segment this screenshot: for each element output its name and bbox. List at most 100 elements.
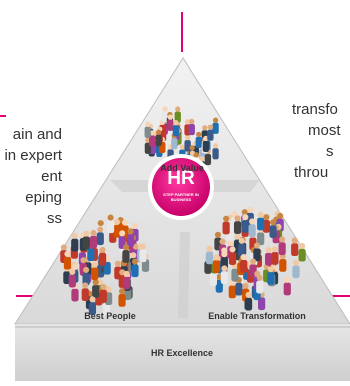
crowd-person (212, 122, 219, 134)
crowd-person-head (119, 230, 126, 237)
hr-center-title: HR (167, 168, 195, 189)
crowd-person-head (132, 243, 139, 250)
crowd-person-head (97, 226, 104, 233)
crowd-person (233, 221, 242, 234)
crowd-person (257, 217, 265, 231)
crowd-person-head (175, 106, 181, 112)
crowd-person-head (97, 220, 104, 227)
crowd-person-head (122, 244, 130, 251)
crowd-person (71, 238, 79, 252)
crowd-person (271, 252, 279, 265)
right-text-line: most (308, 122, 341, 139)
crowd-person-head (234, 215, 241, 222)
crowd-person (231, 268, 239, 282)
crowd-person (195, 136, 202, 149)
crowd-person (228, 285, 236, 299)
crowd-person-head (83, 230, 90, 237)
crowd-person-head (139, 243, 146, 250)
crowd-person (96, 232, 104, 246)
crowd-person (244, 297, 253, 311)
crowd-person (172, 125, 180, 137)
crowd-person-head (219, 238, 226, 245)
crowd-person (139, 249, 147, 263)
crowd-person (131, 264, 139, 278)
crowd-person-head (202, 125, 208, 131)
crowd-person-head (196, 131, 202, 138)
right-text-line: throu (294, 164, 329, 181)
crowd-person (99, 289, 107, 303)
crowd-person-head (242, 214, 249, 221)
crowd-person-head (256, 274, 263, 281)
crowd-person-head (247, 206, 254, 213)
crowd-person (204, 153, 212, 166)
crowd-person (127, 234, 135, 247)
people-crowds (60, 106, 306, 316)
crowd-person (283, 282, 291, 296)
crowd-person (248, 224, 256, 238)
crowd-person-head (227, 240, 234, 247)
crowd-person (171, 138, 178, 150)
crowd-person-head (123, 270, 130, 277)
crowd-person (291, 243, 299, 257)
crowd-person-head (83, 266, 90, 273)
crowd-person-head (71, 264, 78, 271)
crowd-person-head (231, 211, 238, 218)
hr-center-subtitle: STEP PARTNER IN BUSINESS (163, 192, 199, 202)
crowd-person-head (263, 214, 270, 221)
crowd-person (148, 135, 156, 147)
crowd-person (202, 140, 210, 153)
crowd-person-head (179, 144, 186, 150)
crowd-person (253, 248, 261, 262)
crowd-person (174, 111, 181, 123)
crowd-person (122, 276, 131, 290)
left-text-line: in expert (4, 147, 62, 164)
crowd-person (184, 140, 191, 152)
crowd-person-head (100, 283, 107, 290)
crowd-person (257, 232, 265, 246)
crowd-person (188, 123, 195, 136)
crowd-person (205, 251, 214, 265)
crowd-person-head (107, 214, 114, 221)
crowd-person-head (145, 121, 151, 127)
center-groove (178, 232, 190, 318)
crowd-person-head (71, 232, 78, 239)
crowd-person-head (241, 209, 248, 216)
crowd-person (167, 119, 174, 131)
crowd-person-head (89, 296, 96, 303)
crowd-person-head (242, 282, 249, 289)
left-text-line: ss (47, 210, 62, 227)
crowd-person-head (64, 250, 71, 257)
left-text-line: ent (41, 168, 62, 185)
crowd-person (122, 250, 130, 263)
crowd-person-head (173, 119, 179, 126)
right-text-line: s (326, 143, 334, 160)
crowd-person-head (91, 261, 98, 268)
enable-transformation-label: Enable Transformation (208, 311, 306, 321)
crowd-person-head (122, 219, 129, 226)
left-text-line: eping (25, 189, 62, 206)
best-people-label: Best People (84, 311, 136, 321)
crowd-person-head (234, 233, 241, 240)
crowd-person-head (221, 265, 228, 272)
crowd-person-head (203, 135, 209, 142)
crowd-person-head (291, 237, 298, 244)
crowd-person (88, 302, 97, 315)
left-description-text: ain and in expert ent eping ss (0, 124, 62, 229)
crowd-person-head (114, 260, 121, 267)
crowd-person-head (265, 246, 272, 254)
crowd-person (269, 225, 277, 238)
crowd-person-head (245, 291, 252, 298)
crowd-person (102, 302, 111, 316)
crowd-person (212, 260, 221, 274)
crowd-person (87, 248, 95, 261)
crowd-person-head (131, 222, 139, 230)
crowd-person (106, 220, 115, 234)
crowd-person-head (80, 257, 87, 264)
crowd-person (63, 256, 72, 270)
crowd-person-head (113, 219, 121, 226)
crowd-person (161, 111, 169, 123)
crowd-person (63, 271, 71, 285)
add-value-label: Add Value (160, 163, 204, 173)
crowd-person-head (229, 246, 236, 253)
crowd-person (92, 285, 100, 298)
